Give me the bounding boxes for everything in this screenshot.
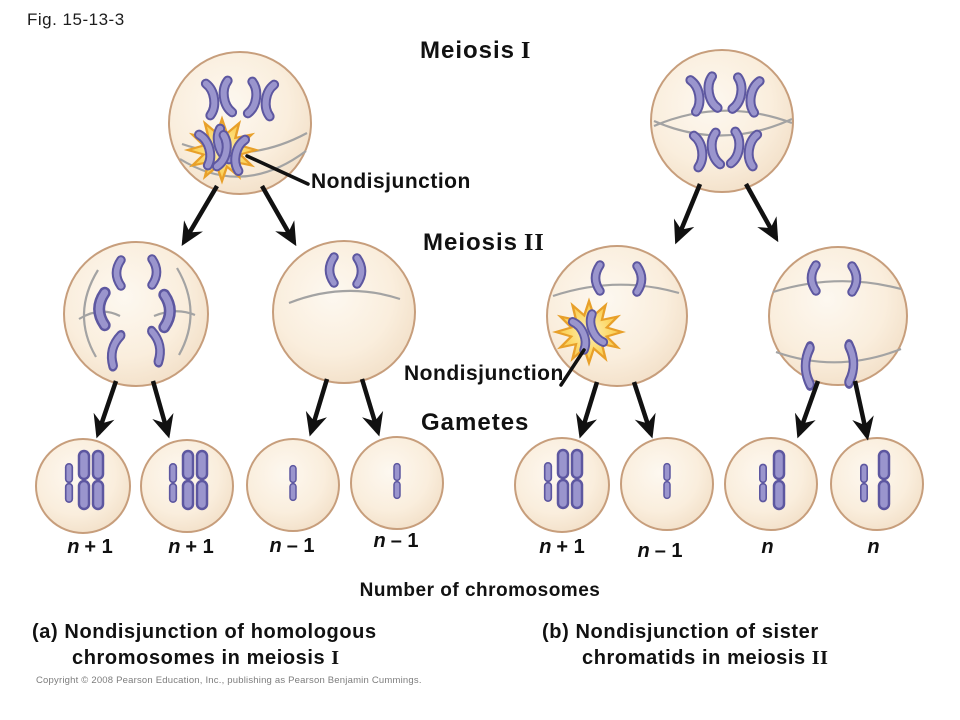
nondisjunction-label-meiosis1: Nondisjunction bbox=[311, 170, 471, 193]
chromatid bbox=[849, 346, 854, 382]
copyright-notice: Copyright © 2008 Pearson Education, Inc.… bbox=[36, 675, 422, 686]
chromatid bbox=[812, 265, 817, 291]
division-arrow bbox=[93, 380, 119, 439]
gamete-label-1: n+ 1 bbox=[67, 536, 113, 558]
chromatid bbox=[852, 266, 857, 292]
chromatid bbox=[152, 259, 157, 285]
gamete-label-5: n+ 1 bbox=[539, 536, 585, 558]
division-arrow bbox=[305, 378, 330, 437]
gamete-label-2: n+ 1 bbox=[168, 536, 214, 558]
chromatid bbox=[99, 293, 105, 326]
cell-meiosis1-b bbox=[650, 49, 794, 193]
caption-a-line1: (a) Nondisjunction of homologous bbox=[32, 621, 377, 643]
division-arrow bbox=[794, 380, 821, 439]
gamete-label-8: n bbox=[867, 536, 880, 558]
division-arrow bbox=[575, 381, 600, 439]
number-of-chromosomes-label: Number of chromosomes bbox=[359, 580, 601, 601]
division-arrow bbox=[260, 184, 297, 247]
chromatid bbox=[806, 348, 811, 384]
nondisjunction-label-meiosis2: Nondisjunction bbox=[404, 362, 564, 385]
division-arrow bbox=[181, 184, 219, 247]
caption-a: (a) Nondisjunction of homologous chromos… bbox=[32, 619, 377, 671]
label-pointer-line bbox=[245, 154, 310, 186]
meiosis2-word: Meiosis bbox=[423, 229, 519, 256]
meiosis1-numeral: I bbox=[521, 38, 532, 64]
meiosis1-word: Meiosis bbox=[420, 37, 516, 64]
chromatid bbox=[330, 257, 335, 283]
caption-b: (b) Nondisjunction of sister chromatids … bbox=[542, 619, 829, 671]
chromatid bbox=[164, 295, 170, 328]
chromosome-x bbox=[217, 135, 245, 171]
chromatid bbox=[637, 266, 642, 292]
meiosis2-numeral: II bbox=[524, 230, 545, 256]
division-arrows bbox=[93, 182, 874, 441]
chromatid bbox=[117, 260, 122, 286]
division-arrow bbox=[852, 380, 874, 441]
cell-meiosis2-a1 bbox=[63, 241, 209, 387]
gametes-title: Gametes bbox=[421, 409, 530, 436]
gamete-7 bbox=[724, 437, 818, 531]
label-pointer-line bbox=[559, 348, 586, 387]
division-arrow bbox=[673, 183, 703, 245]
gamete-label-3: n– 1 bbox=[269, 535, 315, 557]
chromatid bbox=[357, 258, 362, 284]
division-arrow bbox=[744, 182, 779, 243]
division-arrow bbox=[631, 381, 656, 439]
cell-meiosis2-a2 bbox=[272, 240, 416, 384]
gamete-label-7: n bbox=[761, 536, 774, 558]
cell-meiosis2-b2 bbox=[768, 246, 908, 386]
caption-b-line1: (b) Nondisjunction of sister bbox=[542, 621, 819, 643]
gamete-label-6: n– 1 bbox=[637, 540, 683, 562]
chromatid bbox=[596, 265, 601, 291]
gamete-label-4: n– 1 bbox=[373, 530, 419, 552]
division-arrow bbox=[359, 378, 384, 437]
division-arrow bbox=[150, 380, 174, 439]
figure-number: Fig. 15-13-3 bbox=[27, 10, 125, 29]
gamete-8 bbox=[830, 437, 924, 531]
